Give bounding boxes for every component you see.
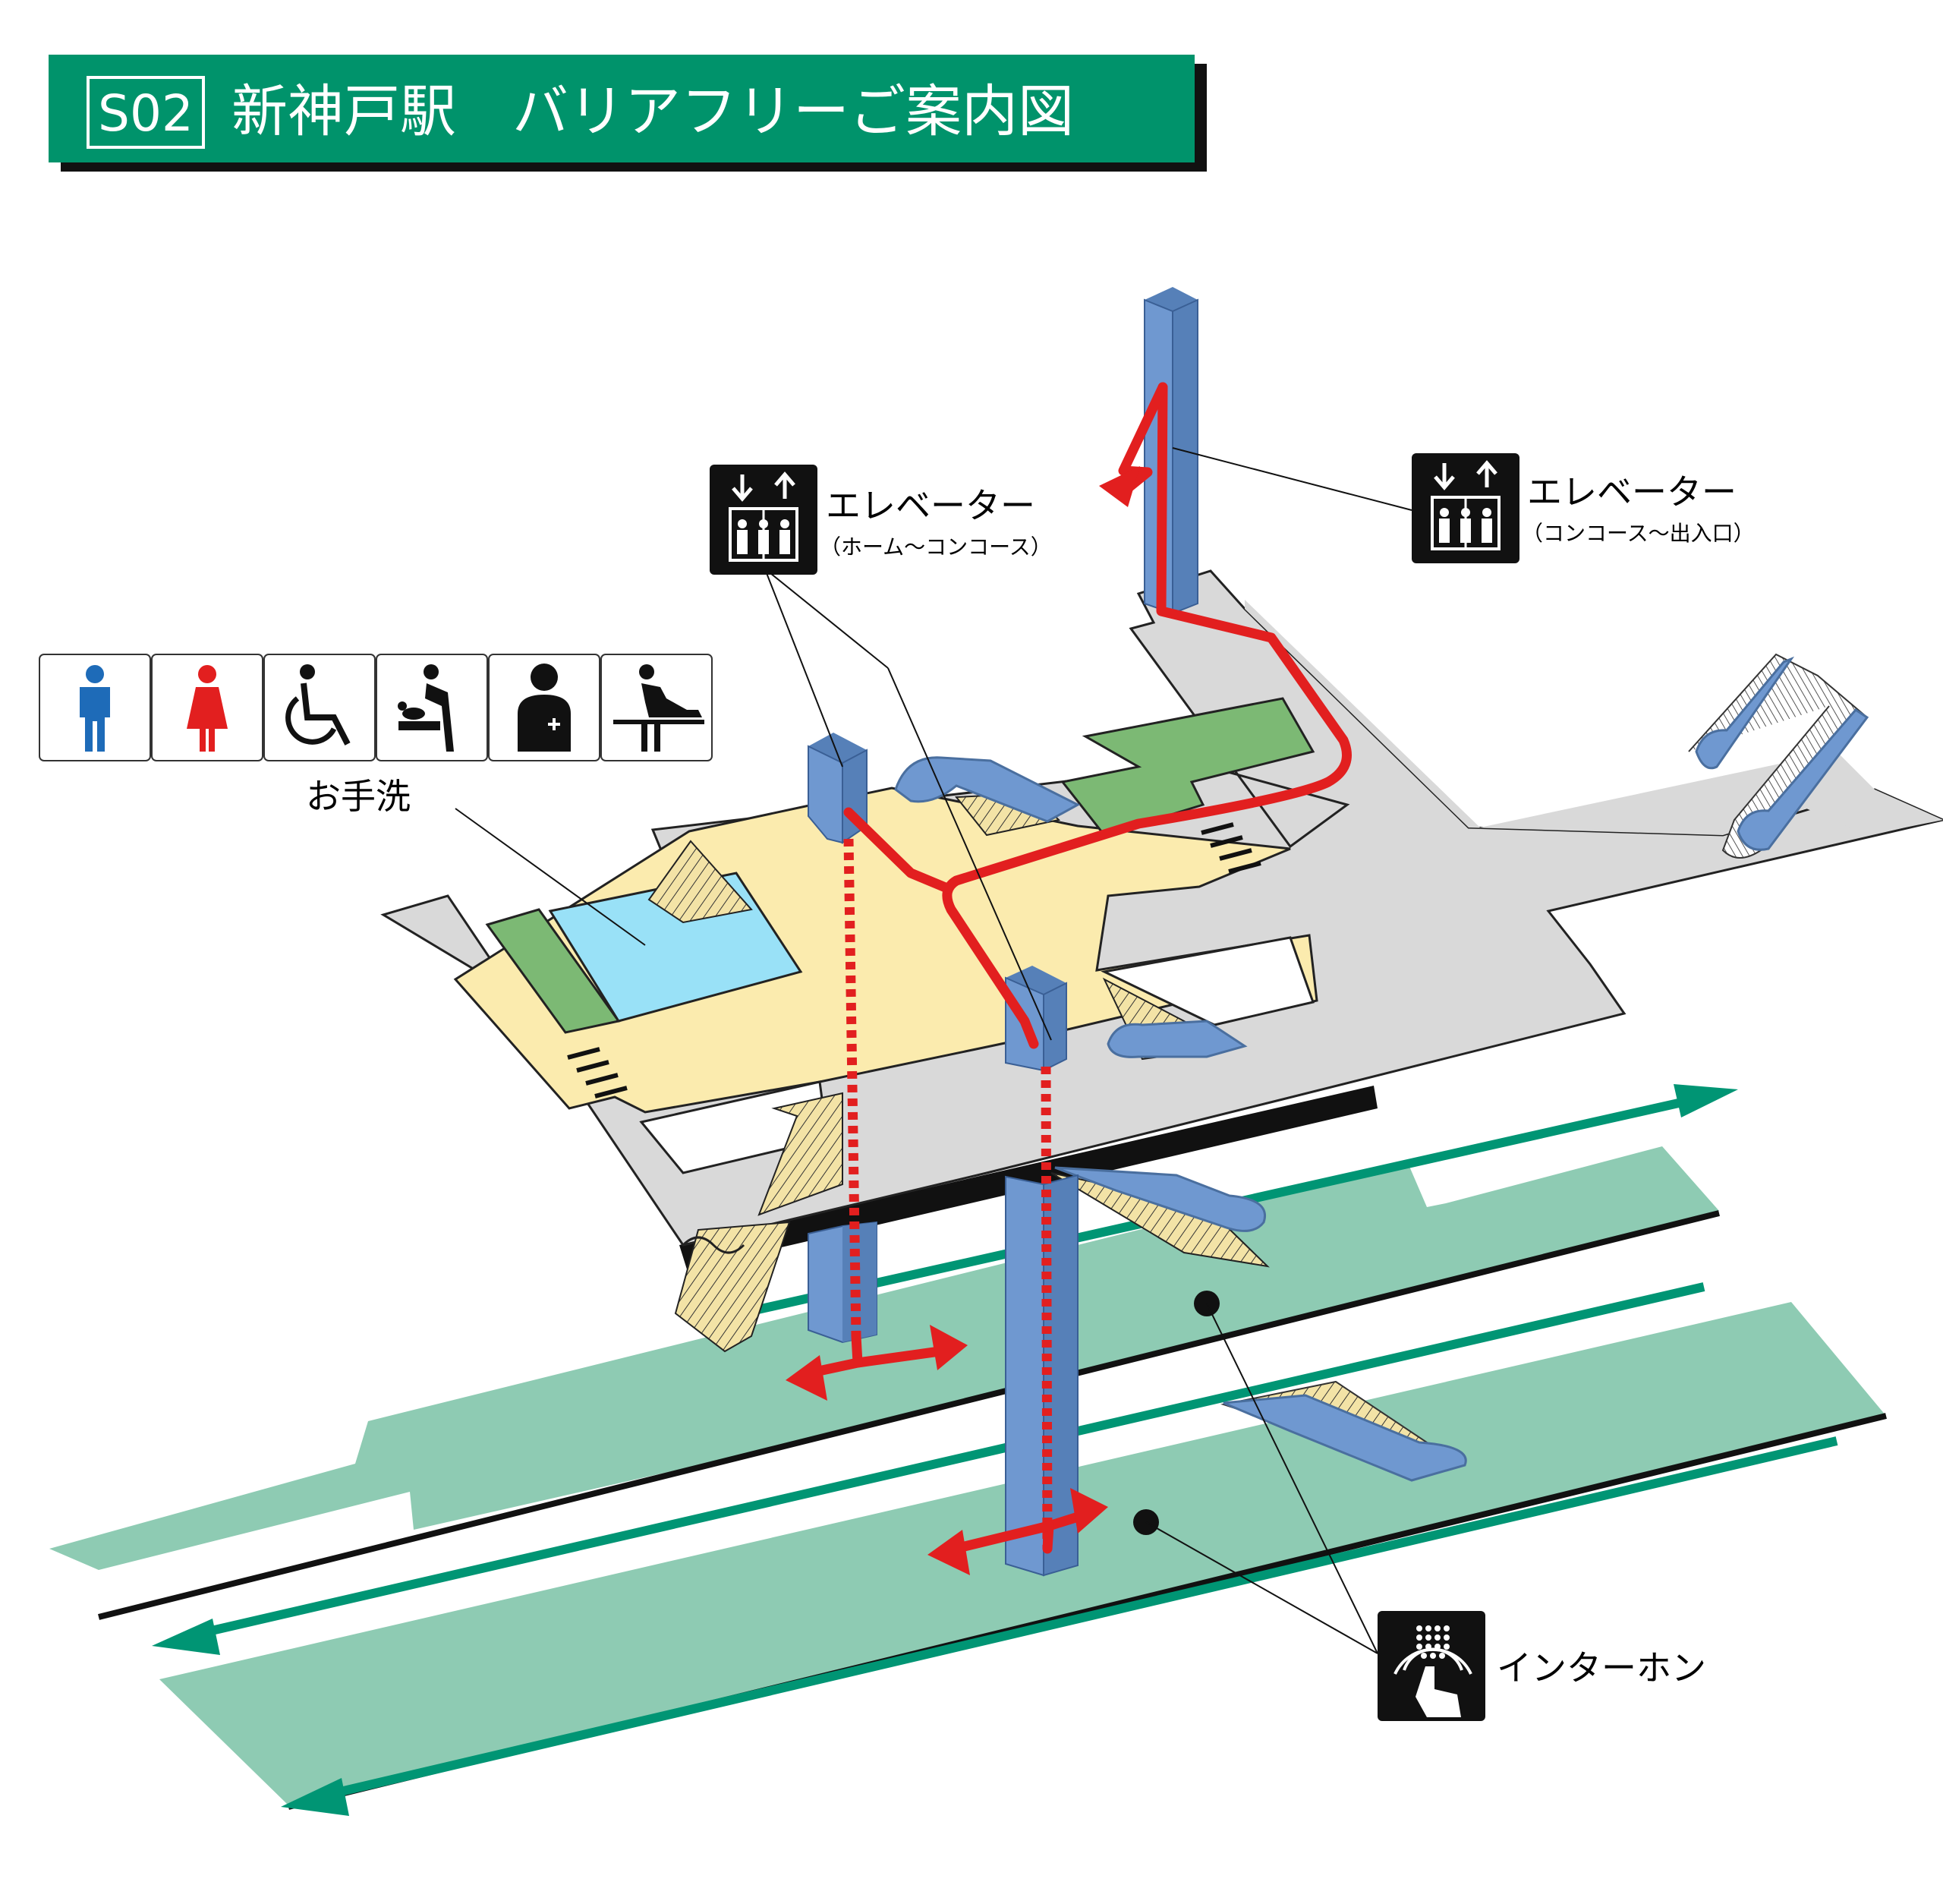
- platforms: [49, 1146, 1887, 1810]
- woman-icon: [151, 654, 263, 761]
- elevator-home-label: エレベーター （ホーム～コンコース）: [710, 465, 1052, 575]
- escalator-exit: [1688, 653, 1869, 859]
- platform-escalator: [1220, 1380, 1467, 1482]
- intercom-label: インターホン: [1378, 1611, 1706, 1721]
- wheelchair-icon: [263, 654, 376, 761]
- page-title: 新神戸駅 バリアフリーご案内図: [231, 79, 1074, 144]
- ostomate-icon: [488, 654, 600, 761]
- stairs-bottom: [674, 1221, 791, 1353]
- escalator-mid: [1107, 1020, 1248, 1058]
- stairs-lower: [757, 1092, 843, 1216]
- elevator-exit-sub: （コンコース～出入口）: [1522, 521, 1755, 546]
- elevator-exit-shaft: [1144, 287, 1198, 615]
- staff-area-upper: [1060, 697, 1315, 837]
- intercom-text: インターホン: [1497, 1647, 1706, 1688]
- stairs-left: [647, 840, 753, 924]
- station-code: S02: [98, 84, 194, 143]
- elevator-home-sub: （ホーム～コンコース）: [820, 534, 1052, 560]
- stair-opening-mid: [1101, 936, 1315, 1026]
- station-code-box: [87, 76, 205, 149]
- toilet-icon-row: [39, 654, 713, 761]
- elevator-concourse-right: [1005, 966, 1067, 1072]
- route-branch-left-elevator: [843, 807, 953, 894]
- escalator-to-platform: [1054, 1166, 1266, 1232]
- ticket-gates-left: [567, 1047, 628, 1099]
- elevator-exit-label: エレベーター （コンコース～出入口）: [1412, 453, 1755, 563]
- man-icon: [39, 654, 151, 761]
- route-elevator-ride-left: [843, 838, 861, 1337]
- route-elevator-ride-right: [1041, 1066, 1053, 1549]
- elevator-platform-left: [808, 1221, 877, 1344]
- ticket-gates-right: [1201, 822, 1261, 874]
- barrier-free-route: [786, 382, 1352, 1575]
- elevator-platform-right: [1005, 1174, 1079, 1577]
- baby-changing-icon: [376, 654, 488, 761]
- track-arrow-inbound-1: [152, 1282, 1705, 1655]
- elevator-exit-name: エレベーター: [1527, 471, 1737, 512]
- elevator-home-name: エレベーター: [826, 485, 1035, 526]
- elevator-icon: [1412, 453, 1519, 563]
- escalator-upper: [894, 756, 1081, 823]
- intercom-icon: [1378, 1611, 1485, 1721]
- title-bar: S02 新神戸駅 バリアフリーご案内図: [49, 55, 1207, 172]
- elevator-icon: [710, 465, 817, 575]
- adult-changing-bed-icon: [600, 654, 713, 761]
- leader-lines: [455, 447, 1412, 1654]
- toilet-label: お手洗: [306, 776, 411, 817]
- track-arrow-inbound-2: [281, 1436, 1838, 1816]
